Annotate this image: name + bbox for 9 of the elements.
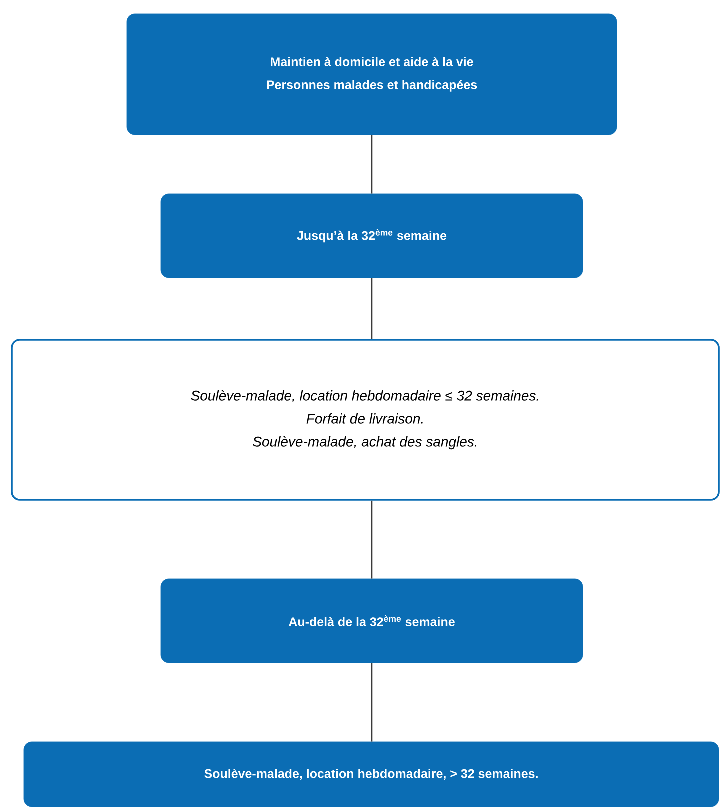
process-box: Au-delà de la 32$^{ème}$ semaine — [160, 578, 584, 664]
note-box: Soulève-malade, location hebdomadaire ≤ 32 semaines. Forfait de livraison. Soulève-malade, achat des sangles. — [11, 339, 720, 501]
process-box: Maintien à domicile et aide à la vie Personnes malades et handicapées — [126, 14, 618, 136]
process-box: Soulève-malade, location hebdomadaire, > 32 semaines. — [24, 742, 720, 808]
connector-line — [371, 663, 373, 742]
connector-line — [371, 500, 373, 579]
connector-line — [371, 278, 373, 340]
process-box: Jusqu’à la 32$^{ème}$ semaine — [160, 194, 584, 278]
connector-line — [371, 135, 373, 194]
